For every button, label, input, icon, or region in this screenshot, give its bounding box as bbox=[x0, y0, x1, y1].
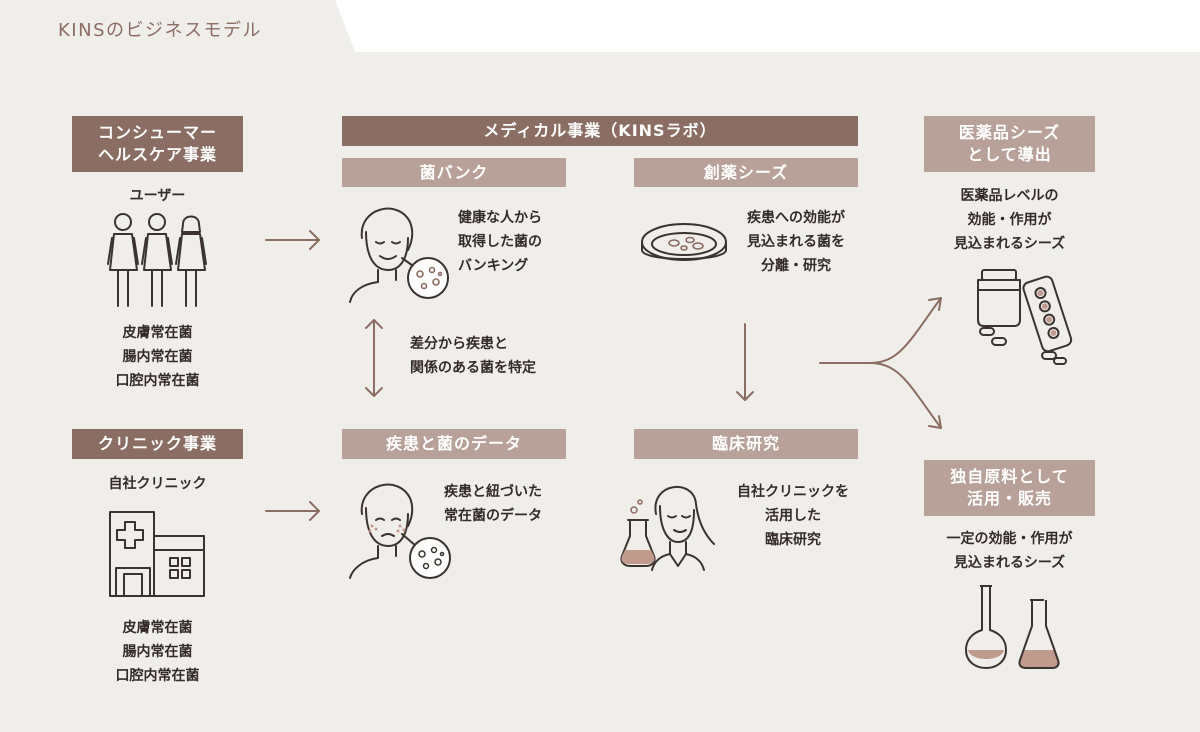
researcher-icon bbox=[620, 485, 715, 571]
drug-seeds-desc-1: 疾患への効能が bbox=[747, 210, 845, 226]
original-materials-label: 独自原料として 活用・販売 bbox=[924, 460, 1095, 516]
pharma-desc-3: 見込まれるシーズ bbox=[953, 236, 1066, 252]
medical-business-header: メディカル事業（KINSラボ） bbox=[342, 116, 858, 146]
sick-person-icon bbox=[349, 483, 451, 579]
disease-data-desc-1: 疾患と紐づいた bbox=[444, 484, 542, 500]
disease-data-desc-2: 常在菌のデータ bbox=[444, 508, 542, 524]
clinic-bacteria-2: 腸内常在菌 bbox=[122, 644, 193, 660]
clinical-desc-1: 自社クリニックを bbox=[737, 484, 849, 500]
consumer-bacteria-1: 皮膚常在菌 bbox=[122, 325, 193, 341]
arrow-clinic-to-disease-data bbox=[265, 501, 320, 521]
arrow-bank-disease-bidirectional bbox=[365, 319, 383, 397]
petri-dish-icon bbox=[641, 223, 727, 261]
clinical-desc-3: 臨床研究 bbox=[765, 532, 821, 548]
user-label: ユーザー bbox=[129, 188, 186, 204]
smiling-person-icon bbox=[349, 207, 449, 303]
clinical-desc-2: 活用した bbox=[765, 508, 821, 524]
drug-seeds-label: 創薬シーズ bbox=[634, 158, 858, 187]
arrow-consumer-to-bank bbox=[265, 230, 320, 250]
clinic-bacteria-3: 口腔内常在菌 bbox=[115, 668, 200, 684]
clinical-research-label: 臨床研究 bbox=[634, 429, 858, 459]
drug-seeds-desc-2: 見込まれる菌を bbox=[747, 234, 845, 250]
consumer-bacteria-2: 腸内常在菌 bbox=[122, 349, 193, 365]
clinic-header: クリニック事業 bbox=[72, 429, 243, 459]
pharma-seeds-label: 医薬品シーズ として導出 bbox=[924, 116, 1095, 172]
page-title: KINSのビジネスモデル bbox=[58, 20, 263, 41]
title-tab bbox=[0, 0, 355, 52]
clinic-bacteria-1: 皮膚常在菌 bbox=[122, 620, 193, 636]
medicine-icon bbox=[977, 269, 1073, 365]
arrow-branch-to-outputs bbox=[819, 297, 942, 429]
disease-data-label: 疾患と菌のデータ bbox=[342, 429, 566, 459]
materials-desc-2: 見込まれるシーズ bbox=[953, 555, 1066, 571]
own-clinic-label: 自社クリニック bbox=[108, 476, 207, 492]
consumer-bacteria-3: 口腔内常在菌 bbox=[115, 373, 200, 389]
bacteria-bank-label: 菌バンク bbox=[342, 158, 566, 187]
pharma-desc-2: 効能・作用が bbox=[967, 212, 1052, 228]
pharma-desc-1: 医薬品レベルの bbox=[960, 188, 1059, 204]
drug-seeds-desc-3: 分離・研究 bbox=[761, 258, 831, 274]
materials-desc-1: 一定の効能・作用が bbox=[946, 531, 1073, 547]
diff-note-1: 差分から疾患と bbox=[410, 336, 508, 352]
users-icon bbox=[107, 213, 207, 307]
bank-desc-3: バンキング bbox=[458, 258, 529, 274]
bank-desc-2: 取得した菌の bbox=[458, 234, 542, 250]
consumer-healthcare-header: コンシューマー ヘルスケア事業 bbox=[72, 116, 243, 172]
arrow-seeds-to-clinical bbox=[736, 323, 754, 401]
bank-desc-1: 健康な人から bbox=[458, 210, 542, 226]
diff-note-2: 関係のある菌を特定 bbox=[410, 360, 536, 376]
clinic-building-icon bbox=[109, 511, 205, 597]
flasks-icon bbox=[965, 585, 1060, 669]
